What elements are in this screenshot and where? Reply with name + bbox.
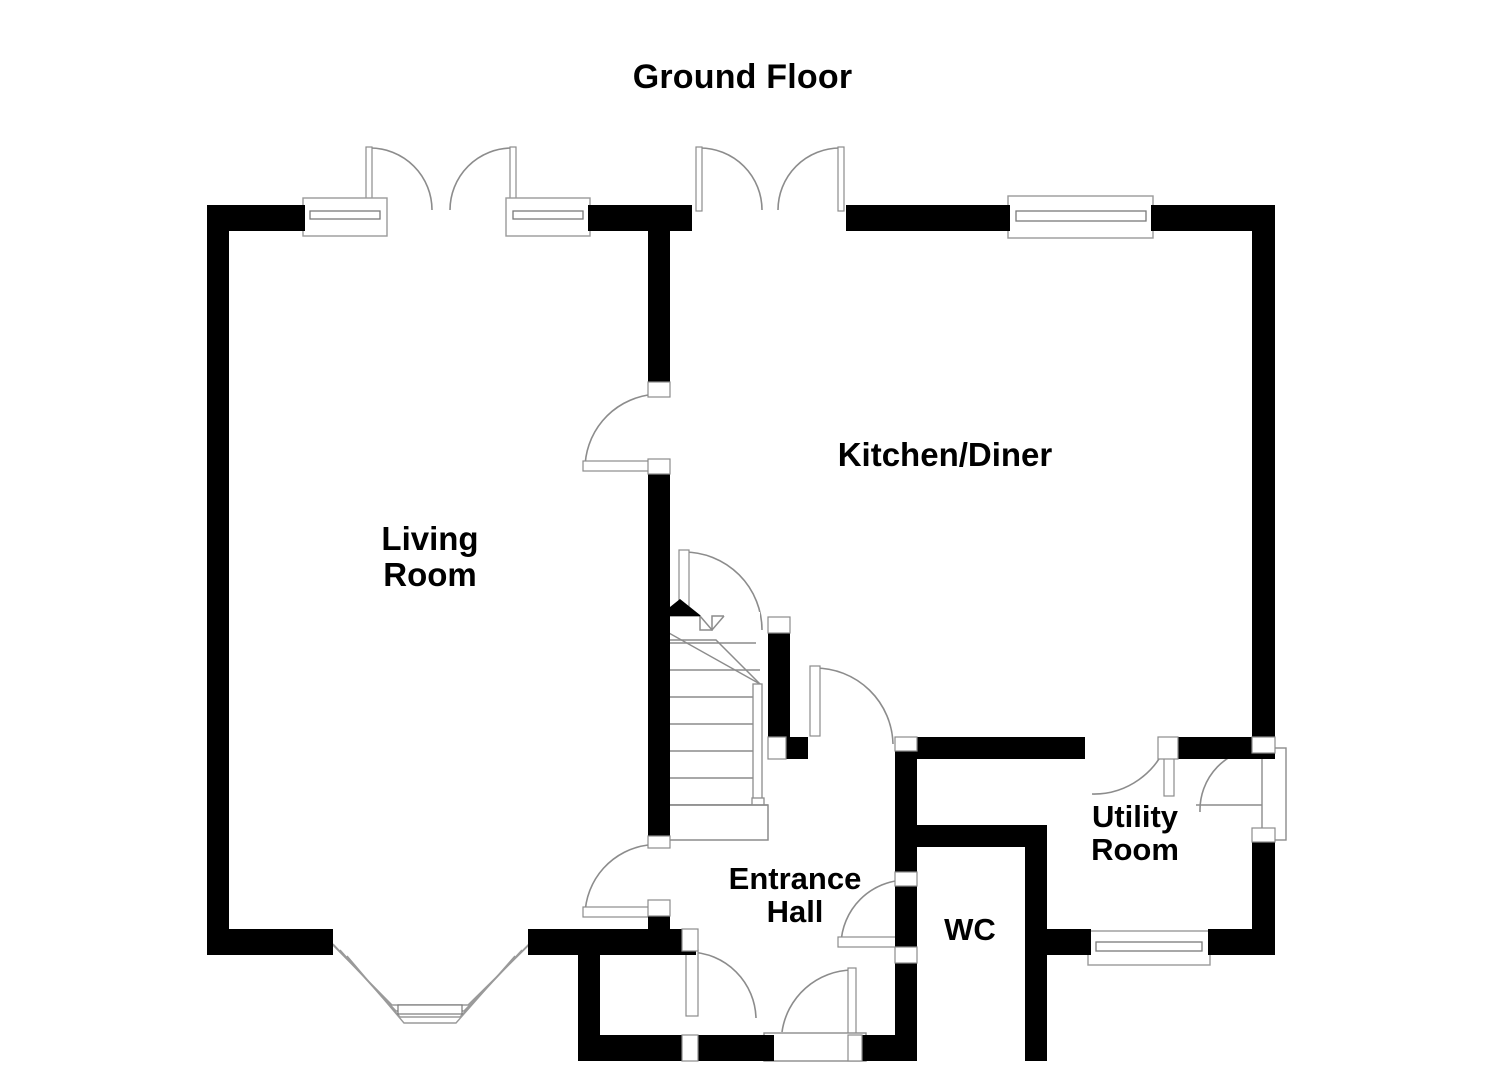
room-label-utility-room: Utility Room <box>1091 799 1179 868</box>
utility-window-south <box>1087 930 1211 966</box>
living-room-french-doors <box>365 146 517 212</box>
hall-side-door <box>582 844 650 918</box>
kitchen-window-north-left <box>505 197 591 237</box>
wall-north-mid <box>588 205 692 231</box>
wall-wc-left <box>895 737 917 847</box>
understairs-cupboard-door <box>685 949 757 1019</box>
room-label-living-room: Living Room <box>381 520 479 593</box>
wall-wc-bottom <box>1025 929 1091 955</box>
page-title: Ground Floor <box>632 58 853 96</box>
room-label-wc: WC <box>944 912 996 947</box>
room-label-entrance-hall: Entrance Hall <box>728 861 862 930</box>
living-room-hall-door <box>582 394 650 472</box>
living-room-window-north <box>302 197 388 237</box>
wall-north-right-a <box>846 205 1010 231</box>
wall-west <box>207 205 229 955</box>
wall-utility-south-right <box>1208 929 1275 955</box>
windows <box>302 195 1211 1024</box>
wall-south-left <box>207 929 333 955</box>
kitchen-window-north-right <box>1007 195 1154 239</box>
kitchen-french-doors <box>695 146 845 212</box>
wall-east-lower <box>1252 828 1275 955</box>
wall-internal-living-lower <box>648 470 670 845</box>
room-label-kitchen-diner: Kitchen/Diner <box>837 436 1053 473</box>
staircase <box>651 599 769 841</box>
wall-hall-front-bottom <box>578 1035 774 1061</box>
wall-hall-front-left <box>578 929 600 1061</box>
wall-east <box>1252 205 1275 750</box>
utility-external-door <box>1196 747 1287 841</box>
living-room-bay-window <box>325 937 537 1024</box>
wall-wc-top <box>895 825 1047 847</box>
wall-kitchen-south-right <box>1176 737 1275 759</box>
kitchen-hall-door <box>809 665 894 745</box>
wall-internal-living-upper <box>648 205 670 395</box>
wall-kitchen-south <box>895 737 1085 759</box>
door-jambs <box>647 381 1276 1062</box>
wall-stair-right <box>768 617 790 737</box>
wall-cupboard-top <box>598 929 696 951</box>
